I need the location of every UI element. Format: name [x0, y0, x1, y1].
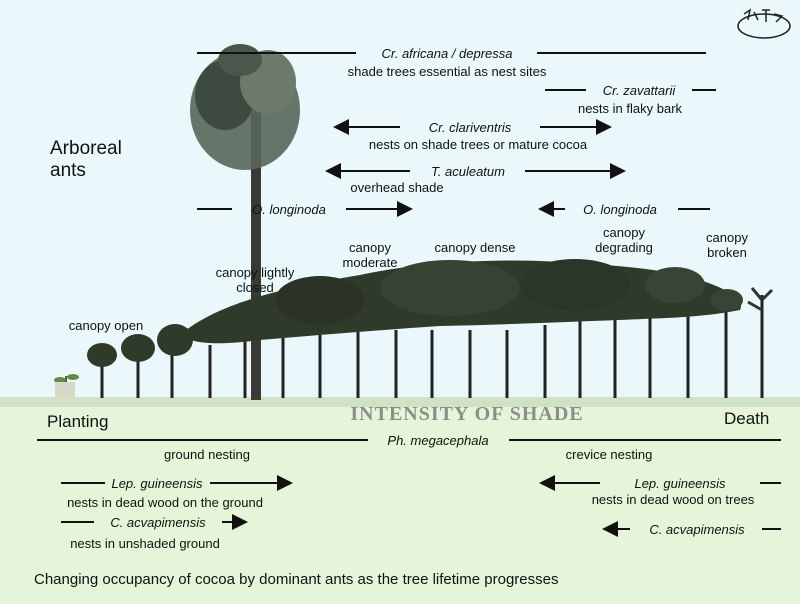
species-cr-zavattarii: Cr. zavattarii: [602, 83, 676, 98]
axis-death: Death: [724, 409, 770, 428]
ground-range-lines: [37, 439, 781, 537]
species-t-aculeatum: T. aculeatum: [431, 164, 505, 179]
note-overhead-shade: overhead shade: [350, 180, 444, 195]
species-c-acvapimensis-right: C. acvapimensis: [649, 522, 745, 537]
ground-line: [0, 397, 800, 407]
canopy-stage-degrading: canopy degrading: [595, 225, 653, 255]
figure-caption: Changing occupancy of cocoa by dominant …: [34, 571, 559, 588]
species-cr-africana: Cr. africana / depressa: [381, 46, 513, 61]
species-o-longinoda-right: O. longinoda: [583, 202, 657, 217]
sky-area: [0, 0, 800, 400]
arboreal-range-lines: [197, 52, 716, 217]
note-dead-wood-trees: nests in dead wood on trees: [591, 492, 755, 507]
note-unshaded-ground: nests in unshaded ground: [70, 536, 220, 551]
note-dead-wood-ground: nests in dead wood on the ground: [67, 495, 263, 510]
arboreal-title: Arboreal ants: [50, 138, 122, 181]
seedling: [54, 374, 79, 398]
species-cr-clariventris: Cr. clariventris: [428, 120, 512, 135]
canopy-stage-broken: canopy broken: [706, 230, 748, 260]
author-logo: [737, 8, 791, 39]
axis-intensity-of-shade: INTENSITY OF SHADE: [350, 403, 584, 425]
note-ground-nesting: ground nesting: [163, 447, 251, 462]
note-crevice-nesting: crevice nesting: [565, 447, 653, 462]
ground-area: [0, 400, 800, 604]
note-flaky-bark: nests in flaky bark: [577, 101, 683, 116]
species-c-acvapimensis-left: C. acvapimensis: [110, 515, 206, 530]
canopy-stage-lightly-closed: canopy lightly closed: [215, 265, 295, 295]
cocoa-canopy: [87, 259, 743, 367]
canopy-stage-open: canopy open: [68, 318, 144, 333]
canopy-stage-dense: canopy dense: [434, 240, 516, 255]
species-lep-guineensis-left: Lep. guineensis: [111, 476, 203, 491]
species-o-longinoda-left: O. longinoda: [252, 202, 326, 217]
axis-planting: Planting: [47, 412, 109, 431]
dead-tree: [747, 287, 774, 312]
note-shade-trees: shade trees essential as nest sites: [347, 64, 547, 79]
canopy-stage-moderate: canopy moderate: [342, 240, 398, 270]
note-nests-shade-cocoa: nests on shade trees or mature cocoa: [368, 137, 588, 152]
species-lep-guineensis-right: Lep. guineensis: [634, 476, 726, 491]
species-ph-megacephala: Ph. megacephala: [387, 433, 489, 448]
